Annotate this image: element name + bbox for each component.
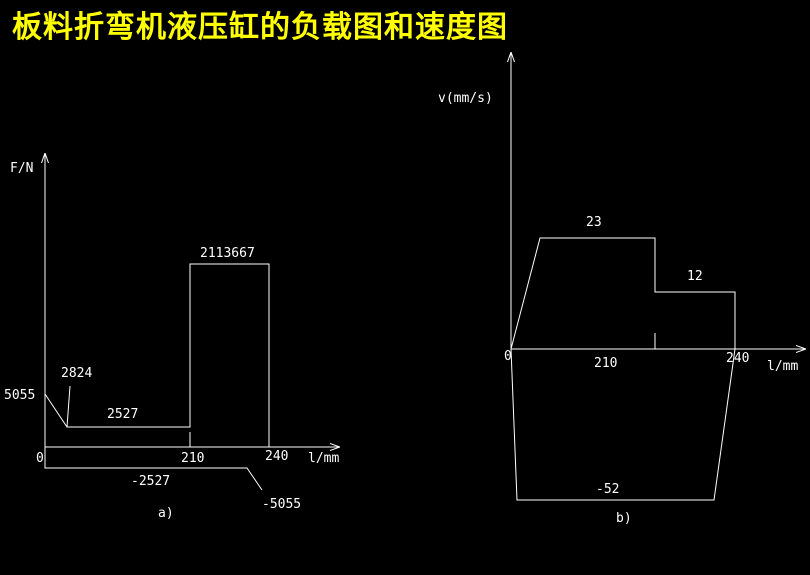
speed-origin-label: 0 [504,349,512,364]
page-title: 板料折弯机液压缸的负载图和速度图 [12,10,508,45]
speed-diagram [510,52,806,501]
load-leader-2824 [66,385,71,428]
load-origin-label: 0 [36,451,44,466]
speed-positive-curve [510,237,736,350]
load-caption: a) [158,506,174,521]
speed-caption: b) [616,511,632,526]
load-label-2824: 2824 [61,366,92,381]
load-y-axis-label: F/N [10,161,33,176]
speed-label-12: 12 [687,269,703,284]
speed-negative-curve [510,348,736,501]
load-tick-label-210: 210 [181,451,204,466]
speed-x-axis-label: l/mm [767,359,798,374]
load-label-2527: 2527 [107,407,138,422]
speed-label-23: 23 [586,215,602,230]
load-negative-curve [44,447,263,491]
load-diagram [44,153,340,491]
load-label-5055: 5055 [4,388,35,403]
speed-label-neg-52: -52 [596,482,619,497]
speed-tick-label-210: 210 [594,356,617,371]
load-label-neg-2527: -2527 [131,474,170,489]
load-positive-curve [44,263,270,447]
speed-tick-label-240: 240 [726,351,749,366]
load-label-neg-5055: -5055 [262,497,301,512]
load-x-axis-label: l/mm [308,451,339,466]
load-label-2113667: 2113667 [200,246,255,261]
speed-y-axis-label: v(mm/s) [438,91,493,106]
load-tick-label-240: 240 [265,449,288,464]
